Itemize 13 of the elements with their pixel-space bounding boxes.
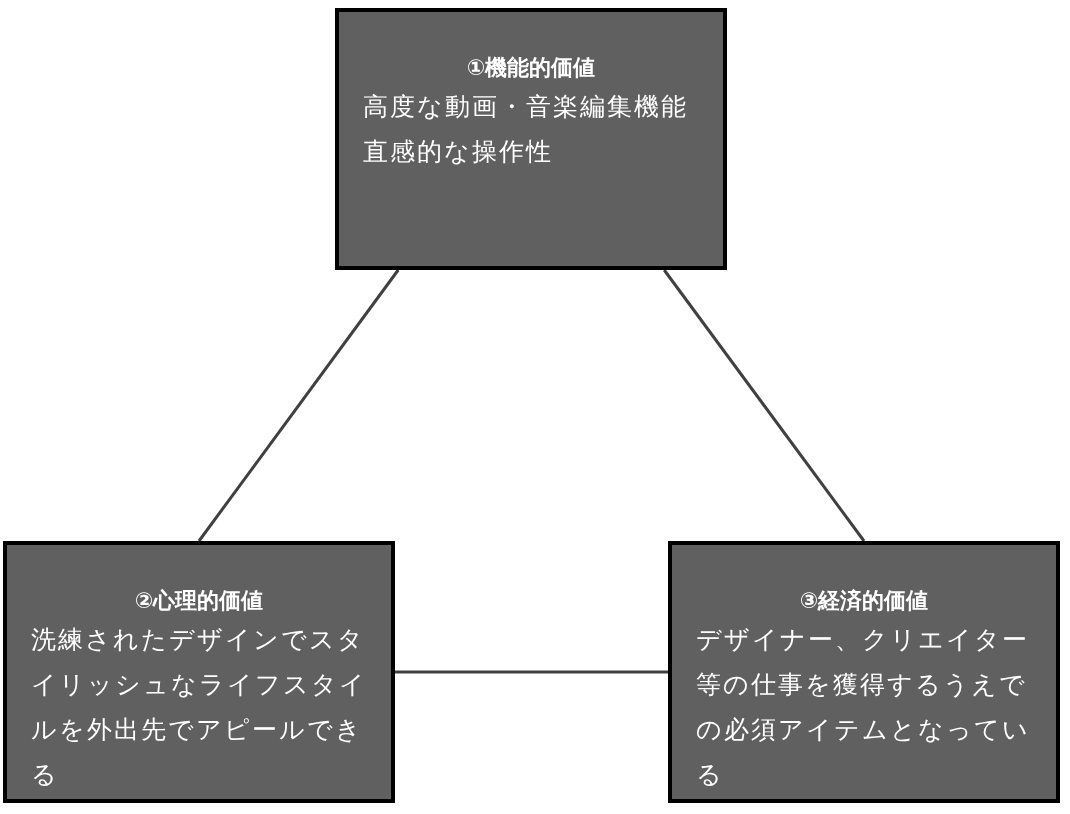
box-text: デザイナー、クリエイター等の仕事を獲得するうえでの必須アイテムとなっている [696,624,1031,791]
connector-line [395,670,668,674]
box-heading: ②心理的価値 [134,587,264,615]
value-box [335,8,727,270]
connector-line [197,269,400,542]
box-text: 直感的な操作性 [363,136,554,168]
value-box [668,541,1060,803]
box-heading: ①機能的価値 [466,54,596,82]
box-text: 高度な動画・音楽編集機能 [363,91,689,123]
value-box [3,541,395,803]
connector-line [663,269,866,542]
box-heading: ③経済的価値 [799,587,929,615]
box-text: 洗練されたデザインでスタイリッシュなライフスタイルを外出先でアピールできる [31,624,367,791]
